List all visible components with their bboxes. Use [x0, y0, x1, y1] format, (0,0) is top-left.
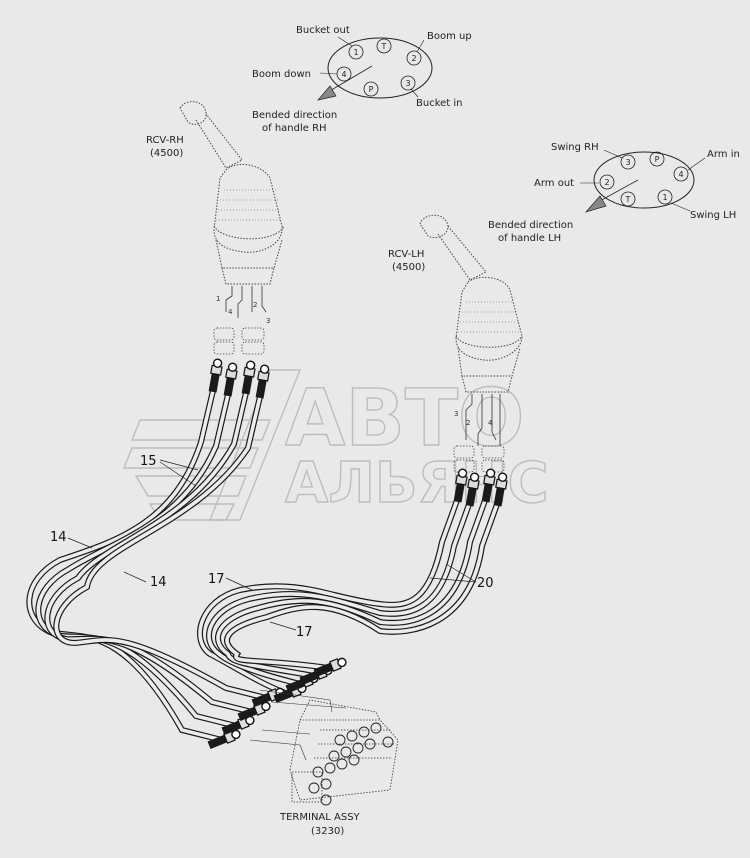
lh-port-4 [673, 166, 689, 182]
rcv-rh-port-tag-2: 2 [253, 301, 257, 309]
lh-hose-3 [215, 489, 491, 679]
watermark-line1: АВТО [285, 374, 524, 464]
rh-top-fitting-4 [255, 364, 270, 399]
callout-14-right: 14 [150, 575, 167, 590]
rcv-rh-port-tag-1: 1 [216, 295, 220, 303]
rcv-rh-joystick: RCV-RH (4500) 1 4 2 3 [146, 101, 285, 355]
lh-bended-line1: Bended direction [488, 220, 573, 231]
callout-20: 20 [477, 576, 494, 591]
lh-top-fitting-4 [493, 472, 508, 507]
rcv-rh-port-tag-4: 4 [228, 308, 233, 316]
rcv-rh-port-tag-3: 3 [266, 317, 270, 325]
rcv-rh-code: (4500) [150, 148, 183, 159]
lh-port-3 [620, 154, 636, 170]
rcv-lh-port-tag-4: 4 [488, 419, 493, 427]
lh-hose-4 [224, 493, 503, 671]
lh-port-1-label: 1 [662, 193, 667, 202]
watermark-line2: АЛЬЯНС [285, 451, 549, 516]
lh-port-p-label: P [655, 155, 660, 164]
lh-port-1 [657, 189, 673, 205]
terminal-assy-code: (3230) [311, 826, 344, 837]
lh-port-t-label: T [625, 195, 631, 204]
lh-port-t [620, 191, 636, 207]
rh-bended-line1: Bended direction [252, 110, 337, 121]
rh-bended-line2: of handle RH [262, 123, 327, 134]
rh-hose-4 [53, 385, 269, 701]
rh-port-4-label: 4 [341, 70, 346, 79]
rcv-lh-code: (4500) [392, 262, 425, 273]
lh-pattern-diagram: 3 P 4 2 T 1 Swing RH Arm in Arm out Swin… [488, 142, 740, 244]
lh-hose-2 [206, 493, 475, 687]
lh-port-3-label: 3 [625, 158, 630, 167]
lh-port-2 [599, 174, 615, 190]
callouts: 15 14 14 17 17 20 [50, 454, 494, 640]
terminal-assy-block: TERMINAL ASSY (3230) [249, 689, 399, 837]
rcv-lh-port-tag-3: 3 [454, 410, 458, 418]
rh-top-fitting-2 [223, 362, 238, 397]
rh-port-p-label: P [369, 85, 374, 94]
lh-bottom-fitting-4 [313, 657, 347, 677]
lh-port-2-label: 2 [604, 178, 609, 187]
lh-port-4-label: 4 [678, 170, 683, 179]
lh-arm-out-label: Arm out [534, 178, 574, 189]
lh-swing-rh-label: Swing RH [551, 142, 599, 153]
lh-port-p [649, 151, 665, 167]
lh-top-fitting-1 [453, 468, 468, 503]
rh-hose-1 [26, 379, 225, 743]
rh-port-p [363, 81, 379, 97]
lh-top-fitting-2 [465, 472, 480, 507]
rh-bucket-in-label: Bucket in [416, 98, 463, 109]
rh-port-2 [406, 50, 422, 66]
terminal-assy-name: TERMINAL ASSY [279, 812, 361, 823]
lh-hose-1 [197, 489, 463, 697]
rh-port-t-label: T [381, 42, 387, 51]
lh-bended-line2: of handle LH [498, 233, 561, 244]
callout-14-left: 14 [50, 530, 67, 545]
rh-port-2-label: 2 [411, 54, 416, 63]
lh-swing-lh-label: Swing LH [690, 210, 736, 221]
rh-port-3 [400, 75, 416, 91]
lh-top-fitting-3 [481, 468, 496, 503]
rcv-rh-name: RCV-RH [146, 135, 184, 146]
rh-port-1-label: 1 [353, 48, 358, 57]
rh-boom-up-label: Boom up [427, 31, 472, 42]
callout-17-lower: 17 [296, 625, 313, 640]
lh-arm-in-label: Arm in [707, 149, 740, 160]
callout-17-upper: 17 [208, 572, 225, 587]
rcv-lh-name: RCV-LH [388, 249, 424, 260]
rh-top-fitting-3 [241, 360, 256, 395]
rh-bucket-out-label: Bucket out [296, 25, 350, 36]
rh-pattern-diagram: 1 T 2 4 P 3 Bucket out Boom up Boom down… [252, 25, 472, 134]
rh-port-t [376, 38, 392, 54]
lh-bend-arrow-icon [584, 195, 607, 213]
rcv-lh-port-tag-2: 2 [466, 419, 470, 427]
rh-port-3-label: 3 [405, 79, 410, 88]
hose-fittings [207, 358, 508, 749]
rh-boom-down-label: Boom down [252, 69, 311, 80]
hose-bundle [26, 379, 503, 743]
rh-top-fitting-1 [208, 358, 223, 393]
callout-15: 15 [140, 454, 157, 469]
rh-port-1 [348, 44, 364, 60]
rcv-lh-joystick: RCV-LH (4500) 3 2 4 [388, 214, 523, 473]
rh-bend-arrow-icon [317, 85, 337, 101]
watermark: АВТО АЛЬЯНС [122, 369, 549, 521]
